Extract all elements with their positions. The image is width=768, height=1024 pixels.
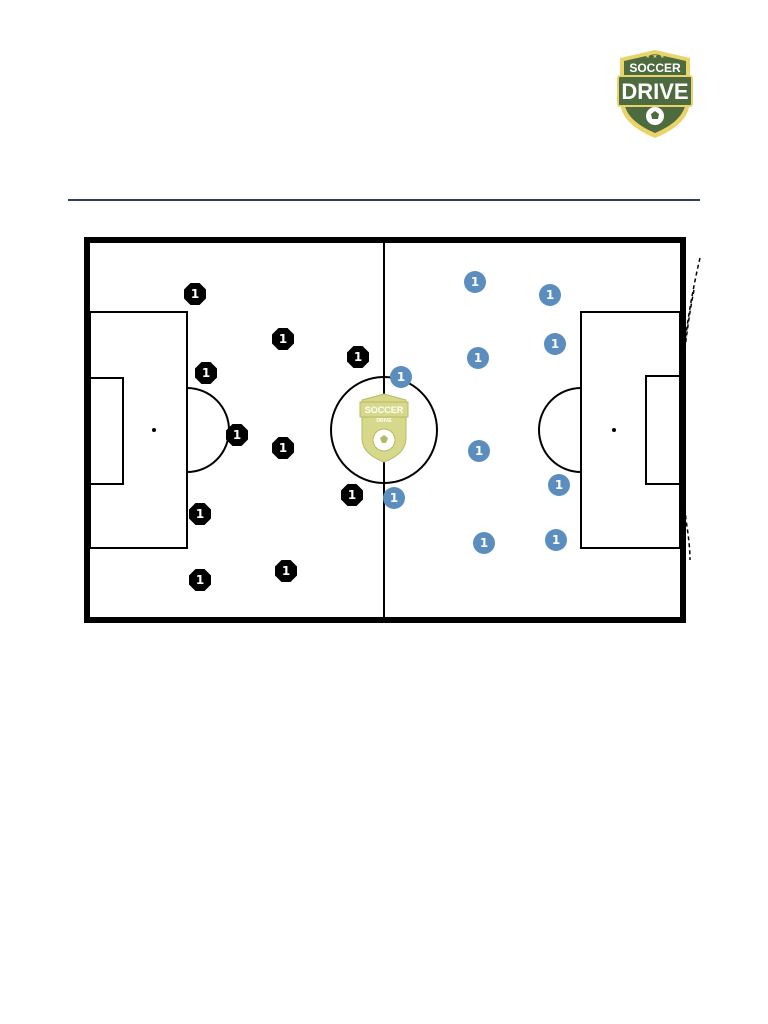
black-player: 1 [195, 362, 217, 384]
blue-player: 1 [383, 487, 405, 509]
black-player: 1 [341, 484, 363, 506]
logo-line2: DRIVE [621, 79, 688, 104]
player-label: 1 [390, 491, 398, 505]
blue-player: 1 [473, 532, 495, 554]
black-player: 1 [189, 569, 211, 591]
blue-player: 1 [390, 366, 412, 388]
player-label: 1 [475, 444, 483, 458]
player-label: 1 [474, 351, 482, 365]
black-player: 1 [275, 560, 297, 582]
blue-player: 1 [464, 271, 486, 293]
player-label: 1 [279, 441, 287, 455]
blue-player: 1 [467, 347, 489, 369]
center-crest-icon: SOCCER DRIVE [359, 393, 409, 463]
black-player: 1 [347, 346, 369, 368]
svg-text:★ ★ ★: ★ ★ ★ [645, 53, 665, 60]
center-logo-line1: SOCCER [365, 405, 404, 415]
player-label: 1 [555, 478, 563, 492]
player-label: 1 [191, 287, 199, 301]
player-label: 1 [471, 275, 479, 289]
logo-line1: SOCCER [629, 61, 681, 75]
player-label: 1 [233, 428, 241, 442]
player-label: 1 [282, 564, 290, 578]
player-label: 1 [196, 573, 204, 587]
player-label: 1 [552, 533, 560, 547]
player-label: 1 [279, 332, 287, 346]
blue-player: 1 [544, 333, 566, 355]
header-rule [68, 199, 700, 201]
soccer-drive-logo-icon: ★ ★ ★ SOCCER DRIVE [617, 50, 693, 138]
player-label: 1 [202, 366, 210, 380]
player-label: 1 [546, 288, 554, 302]
black-player: 1 [272, 437, 294, 459]
black-team: 1 1 1 1 1 1 1 1 1 1 [184, 283, 369, 591]
center-logo-line2: DRIVE [376, 418, 392, 424]
black-player: 1 [272, 328, 294, 350]
player-label: 1 [348, 488, 356, 502]
blue-player: 1 [548, 474, 570, 496]
black-player: 1 [189, 503, 211, 525]
blue-player: 1 [545, 529, 567, 551]
player-label: 1 [480, 536, 488, 550]
black-player: 1 [184, 283, 206, 305]
blue-player: 1 [539, 284, 561, 306]
blue-player: 1 [468, 440, 490, 462]
player-label: 1 [354, 350, 362, 364]
player-label: 1 [196, 507, 204, 521]
blue-team: 1 1 1 1 1 1 1 1 1 1 [383, 271, 570, 554]
player-label: 1 [551, 337, 559, 351]
black-player: 1 [226, 424, 248, 446]
player-label: 1 [397, 370, 405, 384]
